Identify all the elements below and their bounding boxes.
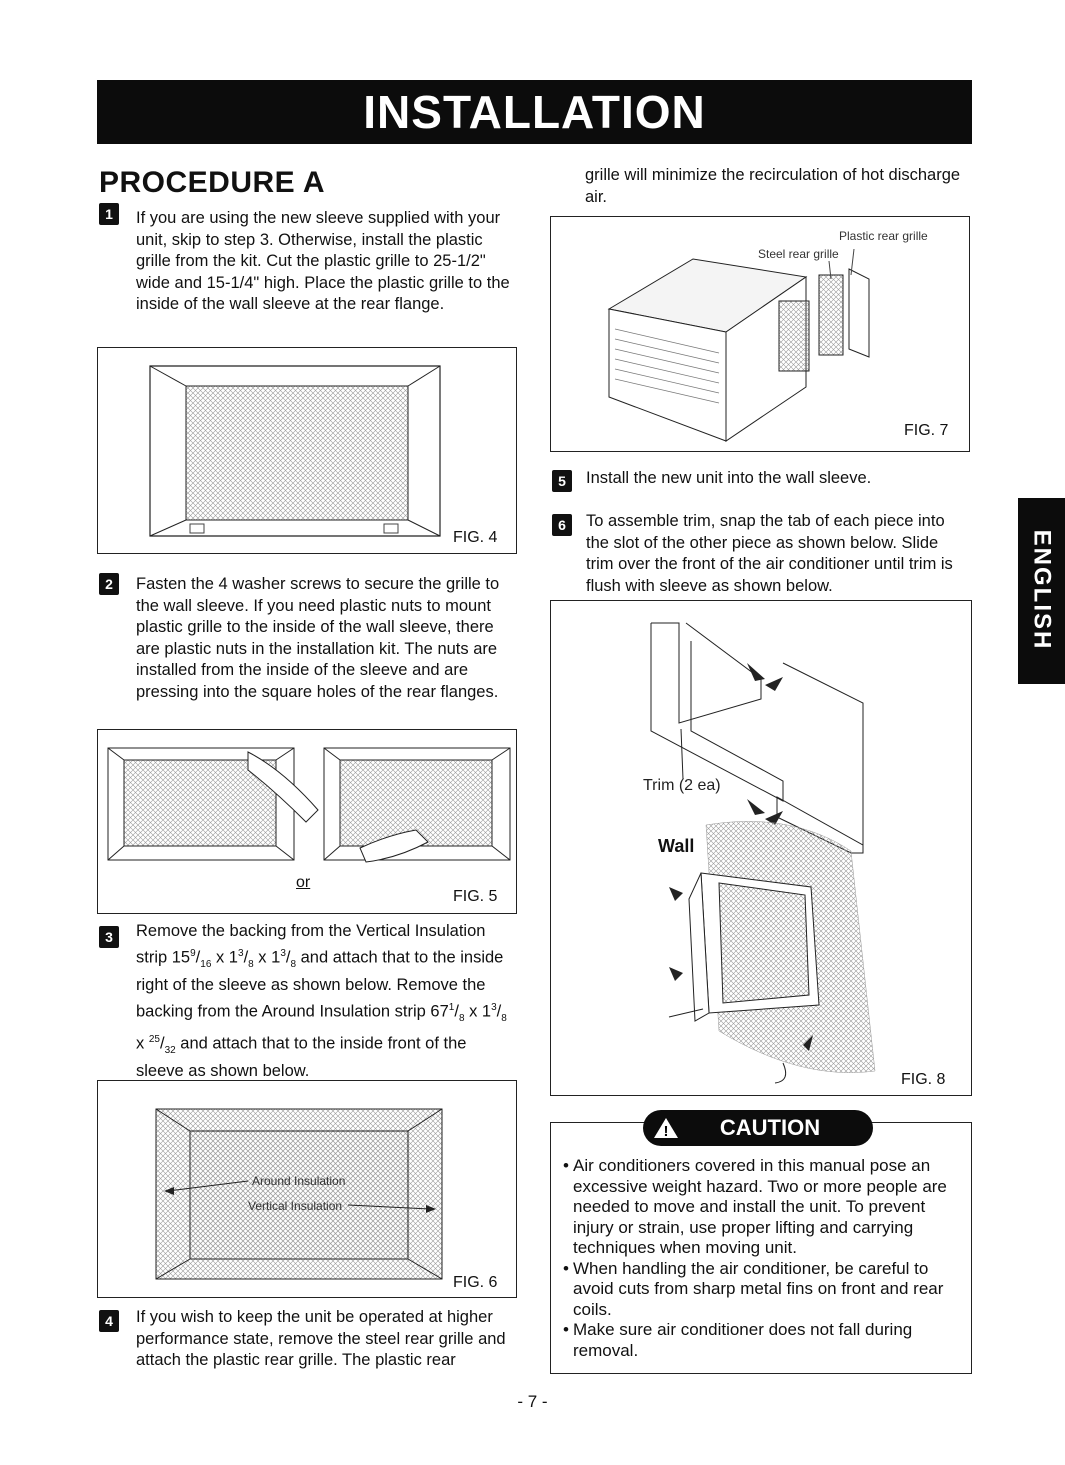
- plastic-rear-grille-label: Plastic rear grille: [839, 229, 928, 243]
- step-1-number: 1: [99, 203, 119, 225]
- step-4-number: 4: [99, 1310, 119, 1332]
- step-1-text: If you are using the new sleeve supplied…: [136, 209, 510, 314]
- step-4-text: If you wish to keep the unit be operated…: [136, 1308, 506, 1370]
- step-5-number: 5: [552, 470, 572, 492]
- fig-4: FIG. 4: [97, 347, 517, 554]
- fig-5-or: or: [296, 874, 311, 891]
- step-2-text: Fasten the 4 washer screws to secure the…: [136, 575, 500, 701]
- warning-triangle-icon: !: [653, 1115, 679, 1140]
- fig-8-label: FIG. 8: [901, 1071, 946, 1088]
- insulation-strips-illustration: [155, 1108, 443, 1280]
- fig-4-label: FIG. 4: [453, 529, 498, 546]
- step-6-text: To assemble trim, snap the tab of each p…: [586, 512, 953, 595]
- wall-label: Wall: [658, 836, 695, 856]
- step-3-number: 3: [99, 926, 119, 948]
- page-title: INSTALLATION: [363, 86, 706, 138]
- svg-text:!: !: [664, 1123, 669, 1140]
- language-label: ENGLISH: [1028, 529, 1056, 651]
- fig-5: or FIG. 5: [97, 729, 517, 914]
- caution-title: CAUTION: [719, 1115, 821, 1140]
- wall-sleeve-grille-illustration: [149, 365, 441, 537]
- trim-assembly-illustration: [650, 622, 876, 1084]
- fig-7-label: FIG. 7: [904, 422, 949, 439]
- caution-item: •Air conditioners covered in this manual…: [563, 1156, 947, 1257]
- vertical-insulation-label: Vertical Insulation: [248, 1199, 343, 1213]
- fig-6: Around Insulation Vertical Insulation FI…: [97, 1080, 517, 1298]
- fig-6-label: FIG. 6: [453, 1274, 498, 1291]
- step-6-number: 6: [552, 514, 572, 536]
- procedure-title: PROCEDURE A: [99, 166, 326, 199]
- step-3-text: Remove the backing from the Vertical Ins…: [136, 922, 507, 1081]
- steel-rear-grille-label: Steel rear grille: [758, 247, 839, 261]
- trim-label: Trim (2 ea): [643, 777, 721, 794]
- language-side-tab: ENGLISH: [1018, 498, 1065, 684]
- fastening-screws-illustration: [107, 747, 511, 863]
- fig-8: Trim (2 ea) Wall FIG. 8: [550, 600, 972, 1096]
- page-header-banner: INSTALLATION: [97, 80, 972, 144]
- caution-item: •Make sure air conditioner does not fall…: [563, 1320, 913, 1360]
- step-2-number: 2: [99, 573, 119, 595]
- caution-box: ! CAUTION •Air conditioners covered in t…: [550, 1110, 972, 1374]
- page-number: - 7 -: [517, 1392, 548, 1411]
- step-4-continued: grille will minimize the recirculation o…: [585, 166, 961, 206]
- step-5-text: Install the new unit into the wall sleev…: [586, 469, 872, 487]
- caution-header: ! CAUTION: [643, 1110, 873, 1146]
- caution-item: •When handling the air conditioner, be c…: [563, 1258, 944, 1319]
- fig-5-label: FIG. 5: [453, 888, 498, 905]
- ac-unit-rear-grille-illustration: [607, 248, 870, 442]
- caution-bullets: •Air conditioners covered in this manual…: [563, 1156, 967, 1361]
- fig-7: Plastic rear grille Steel rear grille FI…: [550, 216, 970, 452]
- around-insulation-label: Around Insulation: [252, 1174, 346, 1188]
